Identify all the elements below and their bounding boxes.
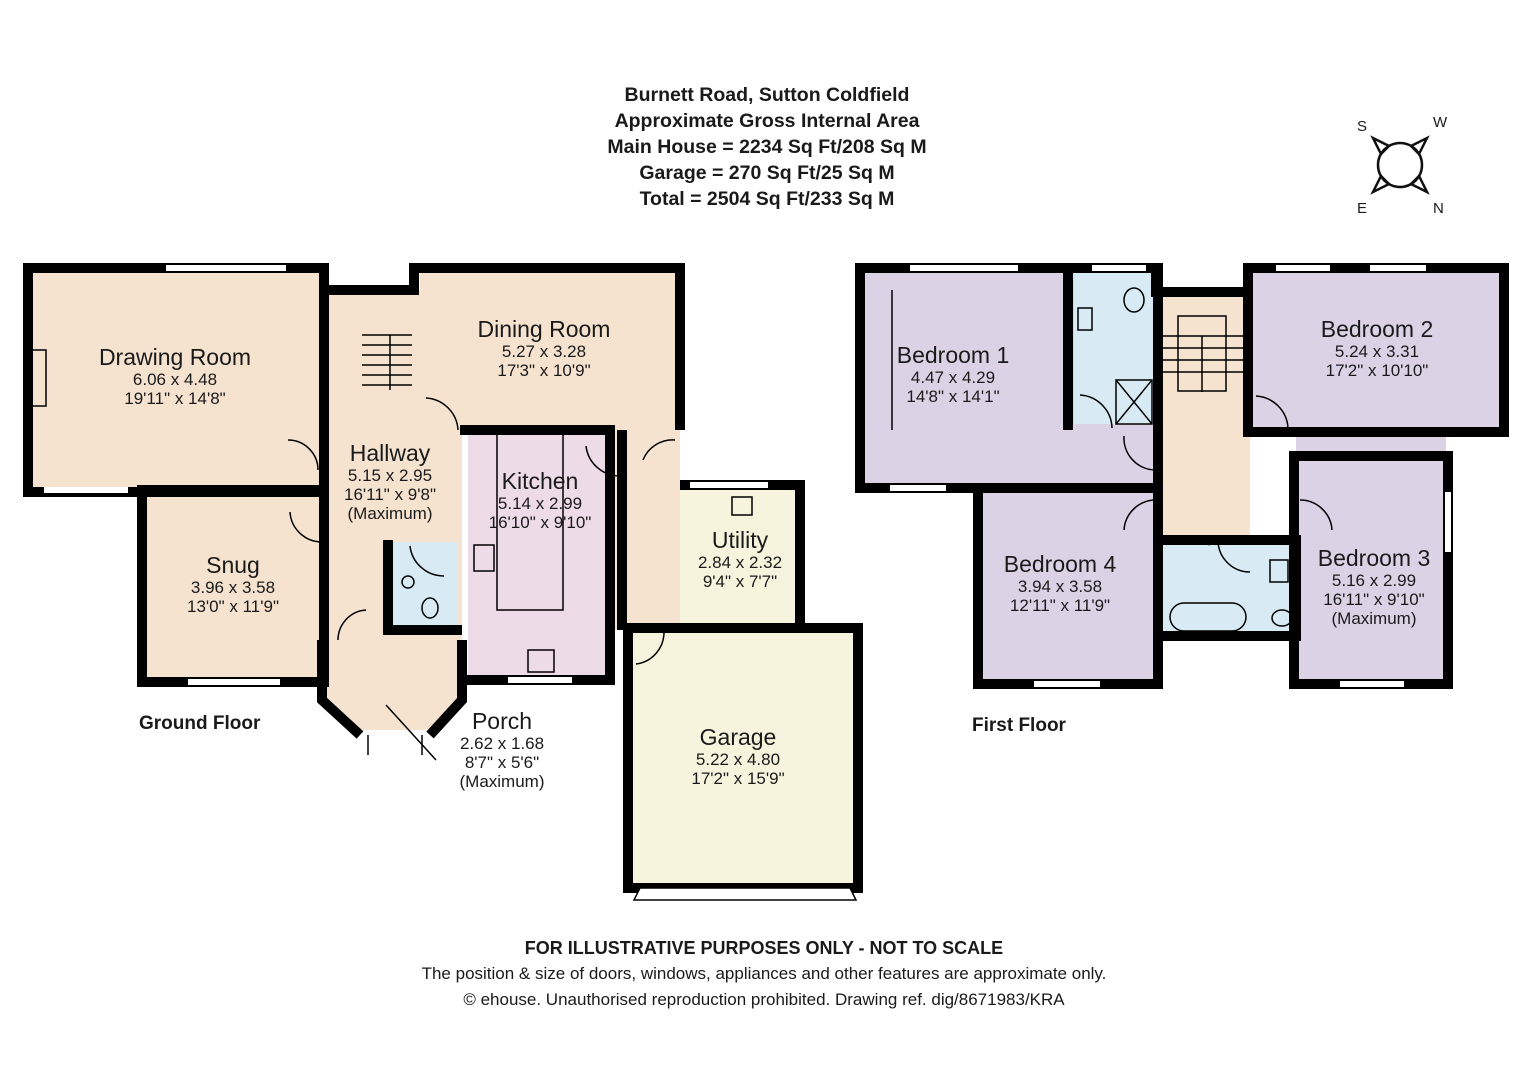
- compass-n: N: [1433, 200, 1444, 217]
- bedroom-2-area: [1250, 270, 1502, 430]
- utility-area: [680, 488, 798, 626]
- landing-area: [1156, 292, 1250, 540]
- disclaimer-text: FOR ILLUSTRATIVE PURPOSES ONLY - NOT TO …: [524, 938, 1004, 958]
- room-label-dining-room: Dining Room 5.27 x 3.28 17'3" x 10'9": [477, 316, 611, 380]
- room-label-bedroom-1: Bedroom 1 4.47 x 4.29 14'8" x 14'1": [896, 342, 1010, 406]
- room-label-utility: Utility 2.84 x 2.32 9'4" x 7'7": [697, 527, 783, 591]
- address-title: Burnett Road, Sutton Coldfield: [624, 84, 910, 106]
- room-label-garage: Garage 5.22 x 4.80 17'2" x 15'9": [691, 724, 785, 788]
- compass-s: S: [1357, 118, 1368, 135]
- first-floor-label: First Floor: [972, 715, 1066, 736]
- dining-room-area: [420, 270, 676, 430]
- kitchen-area: [468, 430, 610, 680]
- bedroom-3-area: [1296, 436, 1446, 682]
- plan-footer: FOR ILLUSTRATIVE PURPOSES ONLY - NOT TO …: [300, 935, 1228, 1013]
- ensuite-area: [1074, 270, 1156, 424]
- compass-rose-icon: S W E N: [1345, 110, 1455, 220]
- room-label-bedroom-2: Bedroom 2 5.24 x 3.31 17'2" x 10'10": [1320, 316, 1434, 380]
- first-floor-fills: [862, 270, 1502, 682]
- ground-floor-fills: [30, 270, 858, 888]
- garage-area: Garage = 270 Sq Ft/25 Sq M: [639, 162, 895, 184]
- total-area: Total = 2504 Sq Ft/233 Sq M: [639, 188, 895, 210]
- bathroom-area: [1156, 540, 1296, 636]
- porch-area: [322, 640, 462, 730]
- room-label-bedroom-4: Bedroom 4 3.94 x 3.58 12'11" x 11'9": [1003, 551, 1117, 615]
- room-label-hallway: Hallway 5.15 x 2.95 16'11" x 9'8" (Maxim…: [344, 440, 436, 523]
- area-subtitle: Approximate Gross Internal Area: [614, 110, 920, 132]
- copyright-text: © ehouse. Unauthorised reproduction proh…: [463, 990, 1065, 1009]
- approximation-note: The position & size of doors, windows, a…: [421, 964, 1107, 983]
- room-label-bedroom-3: Bedroom 3 5.16 x 2.99 16'11" x 9'10" (Ma…: [1317, 545, 1431, 628]
- garage-area: [632, 630, 858, 888]
- room-label-drawing-room: Drawing Room 6.06 x 4.48 19'11" x 14'8": [98, 344, 252, 408]
- ground-floor-fixtures: [31, 265, 858, 901]
- compass-e: E: [1357, 200, 1368, 217]
- plan-header: Burnett Road, Sutton Coldfield Approxima…: [540, 82, 994, 212]
- compass-w: W: [1433, 114, 1448, 131]
- ground-floor-label: Ground Floor: [139, 713, 261, 734]
- bedroom-4-area: [980, 492, 1156, 682]
- room-label-snug: Snug 3.96 x 3.58 13'0" x 11'9": [187, 552, 279, 616]
- first-floor-fixtures: [890, 265, 1451, 687]
- room-label-kitchen: Kitchen 5.14 x 2.99 16'10" x 9'10": [488, 468, 592, 532]
- room-label-porch: Porch 2.62 x 1.68 8'7" x 5'6" (Maximum): [459, 708, 545, 791]
- main-house-area: Main House = 2234 Sq Ft/208 Sq M: [607, 136, 927, 158]
- drawing-room-area: [30, 270, 322, 490]
